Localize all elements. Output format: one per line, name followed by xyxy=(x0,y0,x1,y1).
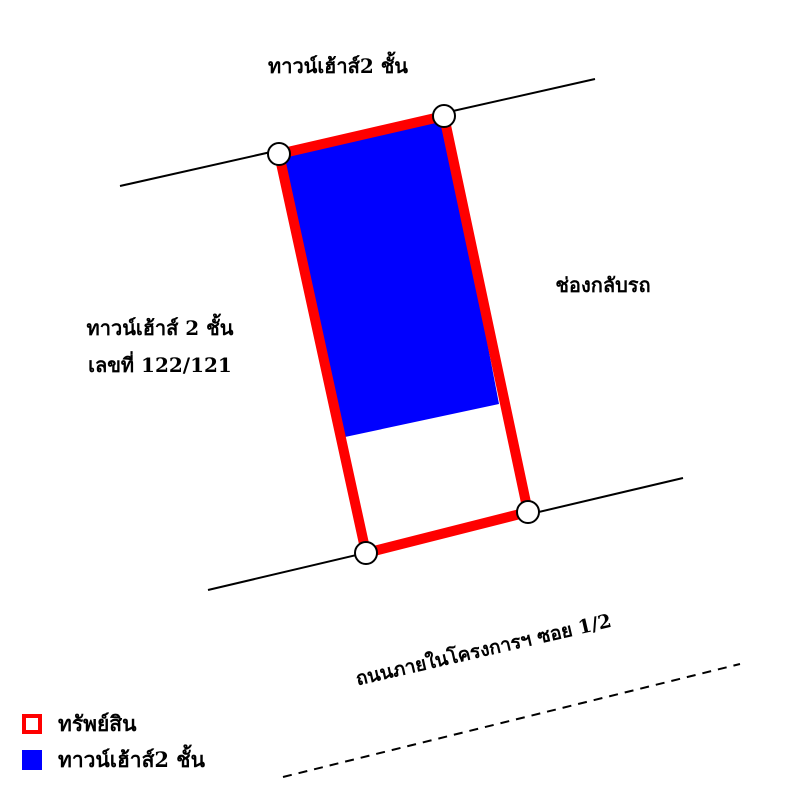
corner-marker-bottom-right xyxy=(516,500,540,524)
legend-item-townhouse: ทาวน์เฮ้าส์2 ชั้น xyxy=(22,742,205,778)
townhouse-swatch-icon xyxy=(22,750,42,770)
legend-item-label: ทรัพย์สิน xyxy=(58,710,137,736)
top-neighbor-label: ทาวน์เฮ้าส์2 ชั้น xyxy=(268,51,408,78)
legend: ทรัพย์สิน ทาวน์เฮ้าส์2 ชั้น xyxy=(22,706,205,778)
right-side-label: ช่องกลับรถ xyxy=(555,273,650,297)
road-dashed-line xyxy=(282,663,741,778)
road-label: ถนนภายในโครงการฯ ซอย 1/2 xyxy=(354,609,614,690)
legend-item-property: ทรัพย์สิน xyxy=(22,706,205,742)
left-neighbor-label-line2: เลขที่ 122/121 xyxy=(88,350,232,377)
townhouse-fill-area xyxy=(279,116,499,437)
corner-marker-top-left xyxy=(267,142,291,166)
corner-marker-bottom-left xyxy=(354,541,378,565)
corner-marker-top-right xyxy=(432,104,456,128)
legend-item-label: ทาวน์เฮ้าส์2 ชั้น xyxy=(58,746,205,772)
property-swatch-icon xyxy=(22,714,42,734)
left-neighbor-label-line1: ทาวน์เฮ้าส์ 2 ชั้น xyxy=(87,313,234,340)
